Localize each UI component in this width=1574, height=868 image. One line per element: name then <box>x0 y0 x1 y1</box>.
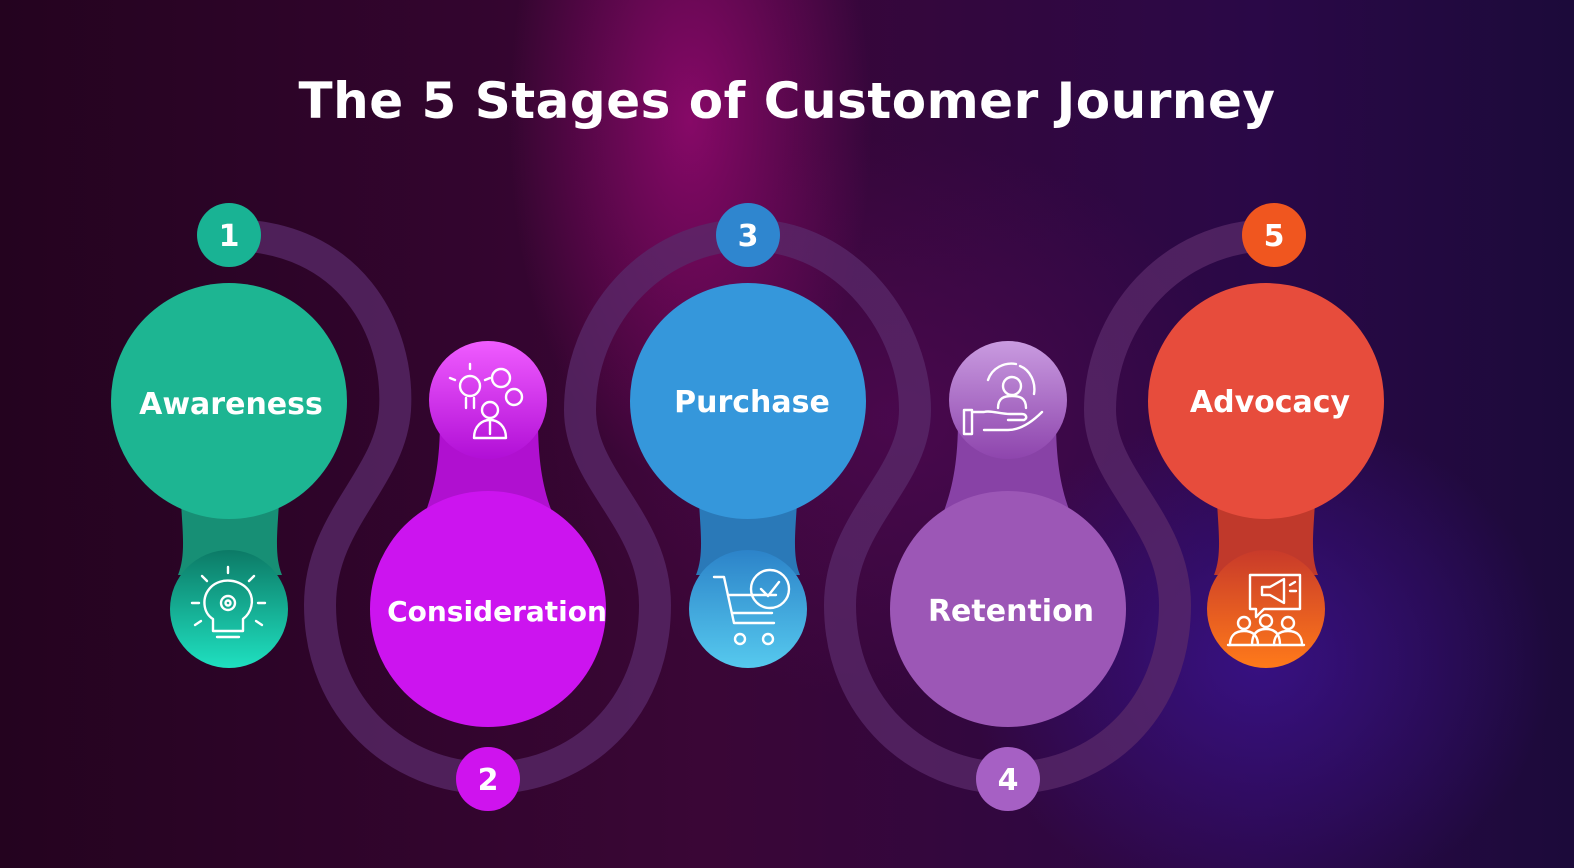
stage-awareness: 1 Awareness <box>111 203 347 668</box>
hand-person-cycle-icon <box>962 362 1044 436</box>
stage-awareness-circle <box>111 283 347 519</box>
page-title: The 5 Stages of Customer Journey <box>298 72 1276 130</box>
stage-awareness-label: Awareness <box>139 387 323 422</box>
ideas-questions-icon <box>448 362 524 440</box>
stage-consideration-circle <box>370 491 606 727</box>
stage-purchase-circle <box>630 283 866 519</box>
stage-advocacy: 5 Advocacy <box>1148 203 1384 668</box>
stage-awareness-number: 1 <box>219 219 240 254</box>
cart-check-icon <box>712 568 791 646</box>
stage-retention-label: Retention <box>928 594 1094 629</box>
stage-purchase-number-badge <box>716 203 780 267</box>
stage-advocacy-number: 5 <box>1264 219 1285 254</box>
stage-consideration-icon-circle <box>429 341 547 459</box>
stage-purchase-icon-circle <box>689 550 807 668</box>
stage-consideration-label: Consideration <box>387 595 607 628</box>
stage-retention-icon-circle <box>949 341 1067 459</box>
lightbulb-head-icon <box>190 565 267 639</box>
stage-purchase-label: Purchase <box>674 385 830 420</box>
stage-retention-number-badge <box>976 747 1040 811</box>
stage-retention: 4 Retention <box>890 341 1126 811</box>
stage-consideration-number-badge <box>456 747 520 811</box>
stage-purchase: 3 Purchase <box>630 203 866 668</box>
megaphone-people-icon <box>1226 573 1306 647</box>
stage-advocacy-label: Advocacy <box>1190 385 1351 420</box>
stage-awareness-number-badge <box>197 203 261 267</box>
stage-retention-number: 4 <box>998 763 1019 798</box>
stage-advocacy-number-badge <box>1242 203 1306 267</box>
stage-consideration: 2 Consideration <box>370 341 607 811</box>
stage-consideration-number: 2 <box>478 763 499 798</box>
stage-advocacy-circle <box>1148 283 1384 519</box>
stage-retention-circle <box>890 491 1126 727</box>
stage-purchase-number: 3 <box>738 219 759 254</box>
